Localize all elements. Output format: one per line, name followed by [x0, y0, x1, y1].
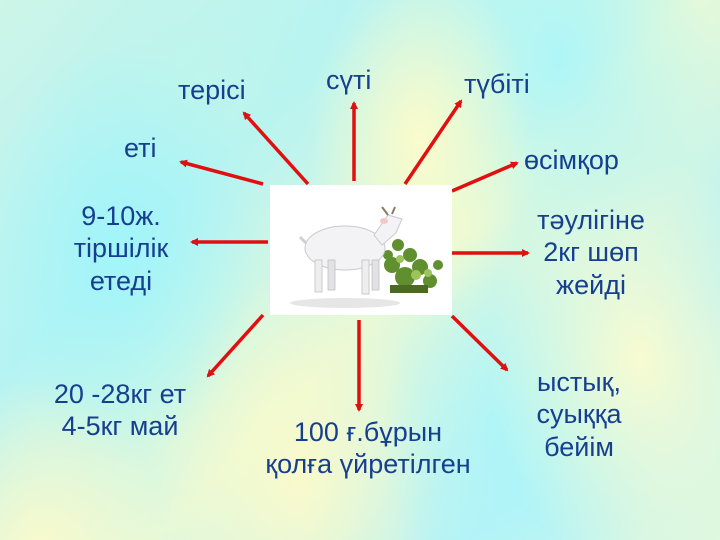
label-adaptable-line-1: ыстық,: [537, 367, 621, 397]
arrow-osimkor: [451, 161, 519, 193]
arrow-meat-fat: [206, 313, 265, 378]
label-adaptable-line-2: суыққа: [536, 399, 622, 430]
label-domesticated-line-2: қолға үйретілген: [265, 449, 471, 480]
label-domesticated: 100 ғ.бұрын қолға үйретілген: [240, 416, 496, 481]
arrow-tubiti: [403, 99, 463, 185]
label-lifespan-line-3: етеді: [89, 265, 153, 296]
label-terisi: терісі: [178, 75, 246, 105]
label-lifespan: 9-10ж. тіршілік етеді: [56, 200, 186, 297]
label-lifespan-line-2: тіршілік: [73, 233, 169, 264]
label-osimkor: өсімқор: [524, 145, 619, 175]
label-daily-food-line-3: жейді: [556, 269, 626, 300]
label-adaptable: ыстық, суыққа бейім: [514, 366, 644, 463]
label-daily-food-line-2: 2кг шөп: [543, 237, 639, 268]
label-daily-food-line-1: тәулігіне: [537, 205, 645, 235]
label-suti: сүті: [326, 65, 372, 95]
label-domesticated-line-1: 100 ғ.бұрын: [293, 417, 443, 447]
label-eti: еті: [124, 133, 157, 163]
goat-photo: [270, 185, 452, 315]
arrow-terisi: [242, 111, 310, 186]
label-tubiti: түбіті: [464, 69, 530, 99]
goat-icon: [290, 206, 443, 308]
arrow-adaptable: [450, 314, 509, 372]
arrow-eti: [179, 159, 264, 186]
label-meat-fat-line-2: 4-5кг май: [61, 411, 179, 442]
label-daily-food: тәулігіне 2кг шөп жейді: [526, 204, 656, 301]
label-meat-fat: 20 -28кг ет 4-5кг май: [36, 378, 204, 443]
label-meat-fat-line-1: 20 -28кг ет: [53, 379, 187, 409]
label-adaptable-line-3: бейім: [544, 431, 614, 462]
label-lifespan-line-1: 9-10ж.: [81, 201, 161, 231]
